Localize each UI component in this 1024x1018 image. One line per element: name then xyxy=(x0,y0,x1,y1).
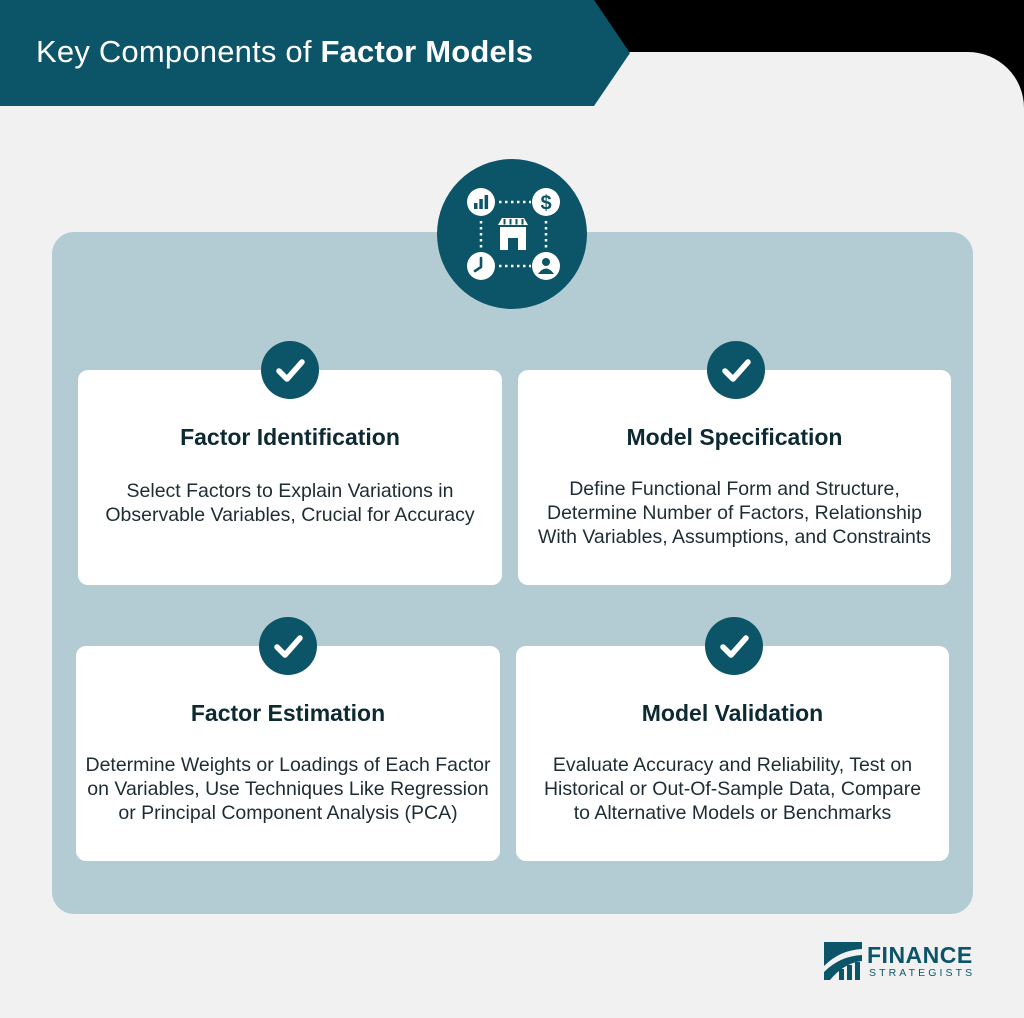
card-factor-estimation: Factor Estimation Determine Weights or L… xyxy=(76,646,500,861)
brand-name-line2: STRATEGISTS xyxy=(869,967,976,979)
card-title: Factor Identification xyxy=(180,424,400,450)
checkmark-icon xyxy=(261,341,319,399)
card-title: Model Specification xyxy=(626,424,843,450)
card-model-specification: Model Specification Define Functional Fo… xyxy=(518,370,951,585)
logo-mark-icon xyxy=(824,942,862,980)
factor-network-icon: $ xyxy=(467,188,560,280)
user-icon xyxy=(532,252,560,280)
card-factor-identification: Factor Identification Select Factors to … xyxy=(78,370,502,585)
brand-logo: FINANCE STRATEGISTS xyxy=(822,940,982,984)
checkmark-icon xyxy=(705,617,763,675)
card-description: Select Factors to Explain Variations in … xyxy=(105,480,475,526)
hub-icon-circle: $ xyxy=(437,159,587,309)
title-regular: Key Components of xyxy=(36,34,321,69)
card-title: Model Validation xyxy=(641,700,824,726)
card-title: Factor Estimation xyxy=(190,700,386,726)
svg-text:$: $ xyxy=(540,193,551,215)
dollar-icon: $ xyxy=(532,188,560,216)
brand-name-line1: FINANCE xyxy=(867,942,973,968)
card-description: Determine Weights or Loadings of Each Fa… xyxy=(85,754,491,824)
checkmark-icon xyxy=(259,617,317,675)
checkmark-icon xyxy=(707,341,765,399)
title-bold: Factor Models xyxy=(320,34,534,69)
card-model-validation: Model Validation Evaluate Accuracy and R… xyxy=(516,646,949,861)
storefront-icon xyxy=(498,218,528,250)
card-description: Define Functional Form and Structure, De… xyxy=(537,478,932,548)
page-title: Key Components of Factor Models xyxy=(36,34,533,70)
bar-chart-icon xyxy=(467,188,495,216)
clock-icon xyxy=(467,252,495,280)
card-description: Evaluate Accuracy and Reliability, Test … xyxy=(543,754,922,824)
title-banner: Key Components of Factor Models xyxy=(0,0,630,106)
